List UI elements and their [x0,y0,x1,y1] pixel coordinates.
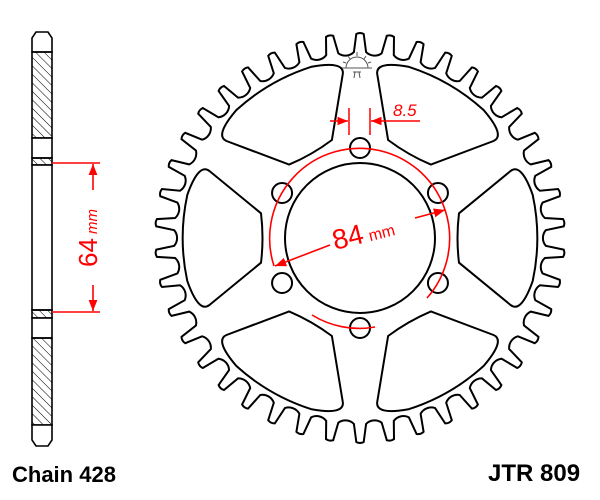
lightening-cutout [221,310,344,413]
offset-dimension-label: 64mm [73,209,103,267]
lightening-cutout [456,168,539,308]
lightening-cutout [221,63,344,166]
offset-dimension [52,162,100,313]
center-bore [284,162,436,314]
bolt-hole-dimension [330,108,420,135]
bolt-hole [426,182,449,204]
part-number-label: JTR 809 [488,460,581,487]
bolt-hole-dimension-label: 8.5 [393,101,417,120]
lightening-cutout [376,310,499,413]
bolt-hole [271,182,294,204]
bolt-hole [271,272,294,294]
pcd-dimension [268,147,451,330]
sprocket-front-view [154,32,566,444]
sprocket-teeth-outline [154,32,566,444]
lightening-cutout [181,168,264,308]
bolt-hole [426,272,449,294]
lightening-cutout [376,63,499,166]
chain-size-label: Chain 428 [12,462,116,487]
sun-logo-icon [342,52,372,79]
pcd-dimension-label: 84mm [329,211,397,256]
side-view [31,31,53,447]
